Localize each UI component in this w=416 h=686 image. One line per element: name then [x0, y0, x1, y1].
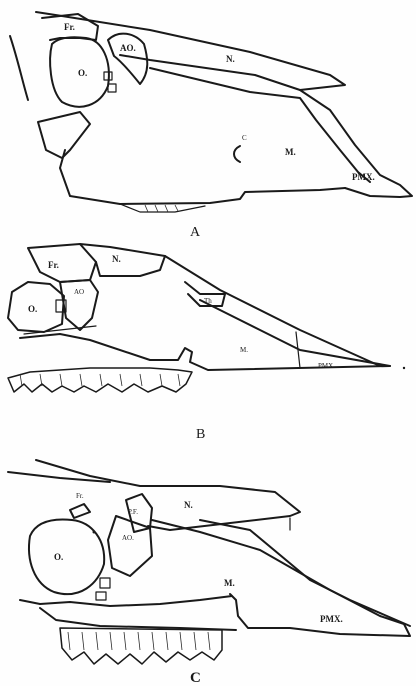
figure-b-maxilla-line — [200, 300, 390, 366]
figure-a-caption: A — [190, 225, 201, 240]
figure-c-label-pmx: PMX. — [320, 614, 343, 624]
figure-a-label-ao: AO. — [120, 43, 136, 53]
figure-a-label-c: C — [242, 134, 247, 142]
figure-a-tooth-fragment — [120, 204, 205, 212]
figure-b-caption: B — [196, 427, 205, 442]
figure-b-label-fr: Fr. — [48, 260, 59, 270]
figure-c-antorbital — [108, 516, 152, 576]
figure-c: Fr. N. P.F. AO. O. M. PMX. C — [8, 460, 410, 686]
figure-b-lower-outline — [20, 334, 390, 370]
figure-a-label-o: O. — [78, 68, 87, 78]
figure-a-lower-edge — [60, 150, 345, 204]
figure-a-label-m: M. — [285, 147, 296, 157]
figure-c-label-n: N. — [184, 500, 193, 510]
figure-b-upper-line — [165, 256, 380, 366]
figure-b-frontal — [28, 244, 96, 282]
figure-b-jaw-line — [24, 326, 96, 334]
figure-c-lower-outline — [40, 608, 236, 630]
figure-b-speck — [403, 367, 405, 369]
figure-c-lacrimal — [96, 578, 110, 600]
figure-a-braincase-rim — [10, 36, 28, 100]
figure-c-frontal-triangle — [70, 504, 90, 518]
figure-a-label-fr: Fr. — [64, 22, 75, 32]
figure-b-label-th: Th — [204, 297, 212, 305]
figure-a: Fr. AO. O. N. C M. PMX. A — [10, 12, 412, 240]
figure-b-label-m: M. — [240, 346, 248, 354]
figure-a-canine-mark — [234, 146, 240, 162]
figure-a-tooth-hatching — [145, 205, 178, 212]
figure-b-label-n: N. — [112, 254, 121, 264]
figure-b: Fr. N. AO O. Th M. PMX B — [8, 244, 405, 442]
figure-b-label-ao: AO — [74, 288, 84, 296]
figure-c-label-m: M. — [224, 578, 235, 588]
figure-b-label-pmx: PMX — [318, 362, 333, 370]
figure-a-label-pmx: PMX. — [352, 172, 375, 182]
figure-c-jaw-line — [20, 596, 232, 606]
figure-c-caption: C — [190, 670, 201, 686]
figure-c-tooth-row — [60, 628, 222, 664]
figure-c-speck — [93, 531, 96, 534]
figure-b-tooth-row — [8, 368, 192, 392]
figure-c-label-ao: AO. — [122, 534, 134, 542]
figure-c-label-o: O. — [54, 552, 63, 562]
figure-b-label-o: O. — [28, 304, 37, 314]
figure-a-label-n: N. — [226, 54, 235, 64]
figure-c-pmx-upper — [200, 520, 410, 626]
figure-c-label-pf: P.F. — [128, 508, 138, 516]
figure-c-maxilla — [152, 520, 410, 636]
figure-c-label-fr: Fr. — [76, 492, 84, 500]
figure-c-orbit — [29, 520, 104, 595]
